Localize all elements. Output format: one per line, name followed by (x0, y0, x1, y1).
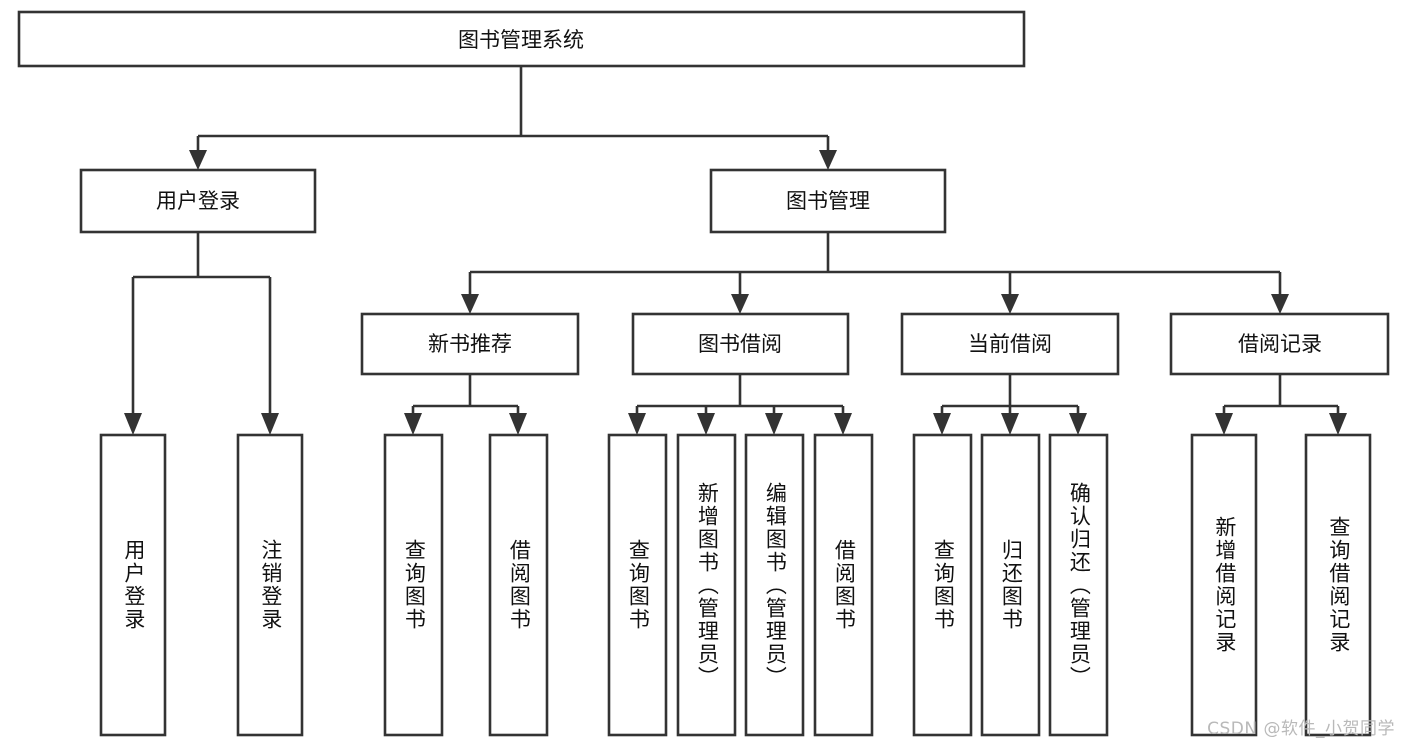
leaf-box-borrow-book-1[interactable] (488, 433, 549, 737)
node-root-system-label: 图书管理系统 (458, 28, 584, 52)
arrow-head-leaf-return-book (1001, 413, 1019, 435)
node-current-borrow-label: 当前借阅 (968, 332, 1052, 356)
node-borrow-records-label: 借阅记录 (1238, 332, 1322, 356)
node-new-book-recommend-box[interactable] (360, 312, 580, 376)
node-new-book-recommend-label: 新书推荐 (428, 332, 512, 356)
node-book-manage-label: 图书管理 (786, 189, 870, 213)
arrow-head-leaf-add-record (1215, 413, 1233, 435)
leaf-box-query-record[interactable] (1304, 433, 1372, 737)
connector-group-current-borrow-to-leaves (933, 374, 1087, 435)
node-new-book-recommend[interactable]: 新书推荐 (360, 312, 580, 376)
node-book-manage[interactable]: 图书管理 (709, 168, 947, 234)
node-user-login-box[interactable] (79, 168, 317, 234)
leaf-box-edit-book[interactable] (744, 433, 805, 737)
arrow-head-book-borrow (731, 294, 749, 314)
leaf-box-query-book-1[interactable] (383, 433, 444, 737)
arrow-head-borrow-records (1271, 294, 1289, 314)
node-root-system[interactable]: 图书管理系统 (17, 10, 1026, 68)
arrow-head-leaf-query-book-2 (628, 413, 646, 435)
node-book-manage-box[interactable] (709, 168, 947, 234)
arrow-head-book-manage (819, 150, 837, 170)
node-current-borrow[interactable]: 当前借阅 (900, 312, 1120, 376)
node-book-borrow-label: 图书借阅 (698, 332, 782, 356)
node-user-login[interactable]: 用户登录 (79, 168, 317, 234)
connector-group-book-borrow-to-leaves (628, 374, 852, 435)
arrow-head-current-borrow (1001, 294, 1019, 314)
arrow-head-leaf-borrow-book-1 (509, 413, 527, 435)
connector-group-borrow-records-to-leaves (1215, 374, 1347, 435)
node-borrow-records[interactable]: 借阅记录 (1169, 312, 1390, 376)
arrow-head-leaf-user-login (124, 413, 142, 435)
arrow-head-leaf-query-book-1 (404, 413, 422, 435)
connector-group-user-login-to-leaves (124, 232, 279, 435)
leaf-box-query-book-2[interactable] (607, 433, 668, 737)
leaf-box-return-book[interactable] (980, 433, 1041, 737)
arrow-head-user-login (189, 150, 207, 170)
csdn-watermark: CSDN @软件_小贺同学 (1207, 719, 1395, 739)
leaf-box-logout[interactable] (236, 433, 304, 737)
node-book-borrow[interactable]: 图书借阅 (631, 312, 850, 376)
leaf-box-group (99, 433, 1372, 737)
connector-group-new-book-to-leaves (404, 374, 527, 435)
connector-group-book-manage-to-level3 (461, 232, 1289, 314)
node-root-system-box[interactable] (17, 10, 1026, 68)
leaf-box-add-record[interactable] (1190, 433, 1258, 737)
leaf-box-confirm-return[interactable] (1048, 433, 1109, 737)
leaf-box-add-book[interactable] (676, 433, 737, 737)
arrow-head-leaf-add-book (697, 413, 715, 435)
arrow-head-leaf-query-record (1329, 413, 1347, 435)
node-current-borrow-box[interactable] (900, 312, 1120, 376)
arrow-head-new-book (461, 294, 479, 314)
arrow-head-leaf-edit-book (765, 413, 783, 435)
node-borrow-records-box[interactable] (1169, 312, 1390, 376)
leaf-box-user-login[interactable] (99, 433, 167, 737)
node-book-borrow-box[interactable] (631, 312, 850, 376)
arrow-head-leaf-borrow-book-2 (834, 413, 852, 435)
arrow-head-leaf-confirm-return (1069, 413, 1087, 435)
leaf-box-borrow-book-2[interactable] (813, 433, 874, 737)
arrow-head-leaf-query-book-3 (933, 413, 951, 435)
connector-group-root-to-level2 (189, 66, 837, 170)
node-user-login-label: 用户登录 (156, 189, 240, 213)
arrow-head-leaf-logout (261, 413, 279, 435)
leaf-box-query-book-3[interactable] (912, 433, 973, 737)
